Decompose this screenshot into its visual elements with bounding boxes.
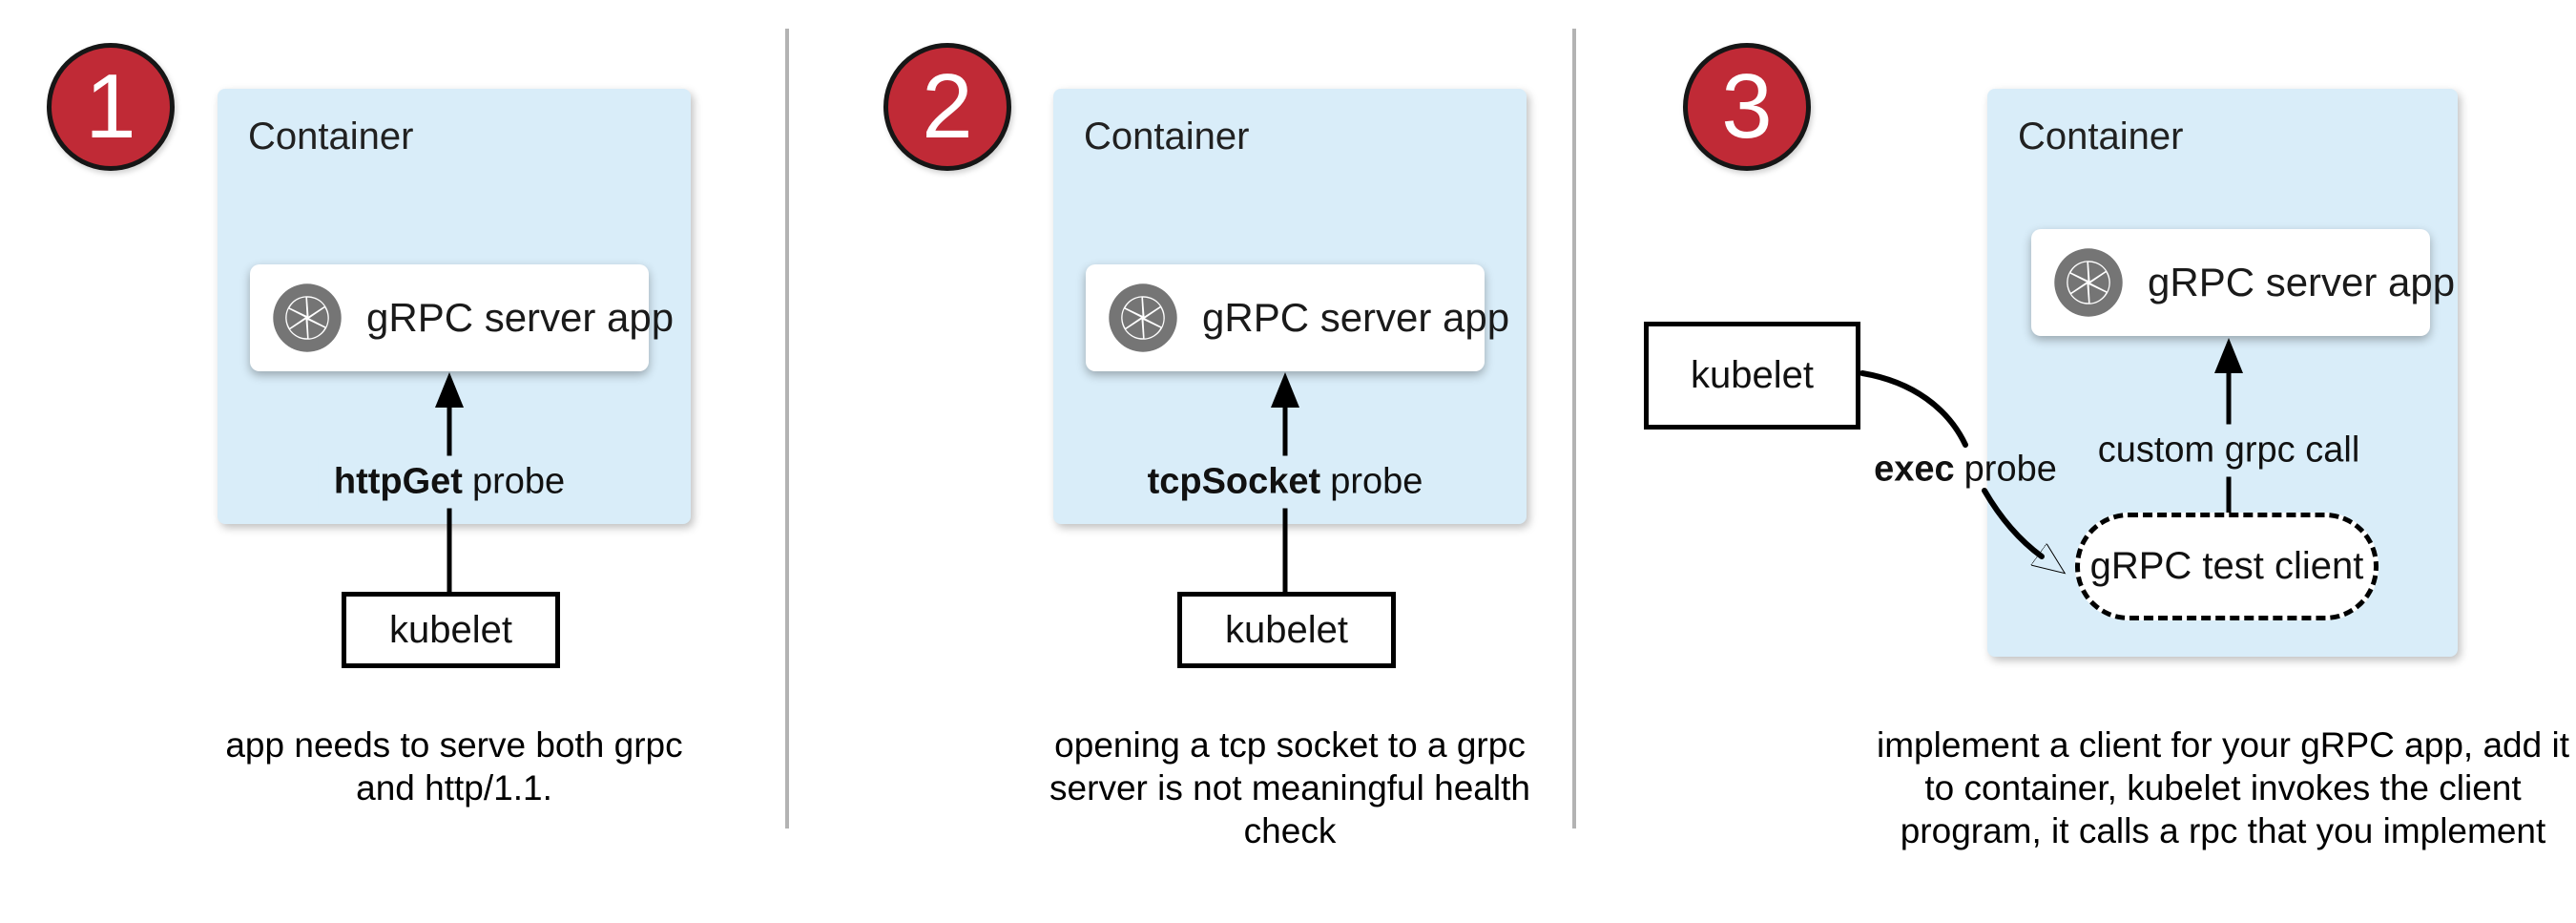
step-badge-1: 1 [47,43,175,171]
caption-line: to container, kubelet invokes the client [1924,768,2522,808]
container-label: Container [1084,115,1250,157]
custom-grpc-call-label: custom grpc call [2082,424,2376,477]
caption-line: server is not meaningful health [1049,768,1530,808]
caption-line: opening a tcp socket to a grpc [1054,725,1526,765]
container-label: Container [248,115,414,157]
grpc-test-client-box: gRPC test client [2075,513,2379,620]
aperture-icon [273,283,342,352]
kubelet-box-1: kubelet [342,592,560,668]
grpc-server-app-box-3: gRPC server app [2031,229,2455,336]
kubelet-box-2: kubelet [1177,592,1396,668]
caption-line: app needs to serve both grpc [225,725,683,765]
panel-divider-2 [1572,29,1576,829]
panel-divider-1 [785,29,789,829]
caption-line: program, it calls a rpc that you impleme… [1900,811,2546,850]
step-badge-3: 3 [1683,43,1811,171]
step-badge-2: 2 [883,43,1011,171]
kubelet-label: kubelet [1225,608,1348,651]
caption-line: and http/1.1. [356,768,552,808]
caption-2: opening a tcp socket to a grpc server is… [908,724,1672,852]
grpc-server-app-box-2: gRPC server app [1086,264,1509,371]
kubelet-label: kubelet [1691,354,1814,396]
kubelet-label: kubelet [389,608,512,651]
grpc-server-app-box-1: gRPC server app [250,264,674,371]
grpc-test-client-label: gRPC test client [2089,545,2364,587]
grpc-server-app-label: gRPC server app [1202,295,1510,340]
aperture-icon [2054,248,2123,317]
container-label: Container [2018,115,2184,157]
kubelet-box-3: kubelet [1644,322,1860,430]
grpc-server-app-label: gRPC server app [366,295,675,340]
caption-3: implement a client for your gRPC app, ad… [1841,724,2576,852]
grpc-server-app-label: gRPC server app [2148,260,2456,304]
caption-1: app needs to serve both grpc and http/1.… [73,724,836,809]
caption-line: implement a client for your gRPC app, ad… [1877,725,2569,765]
aperture-icon [1109,283,1177,352]
caption-line: check [1243,811,1337,850]
